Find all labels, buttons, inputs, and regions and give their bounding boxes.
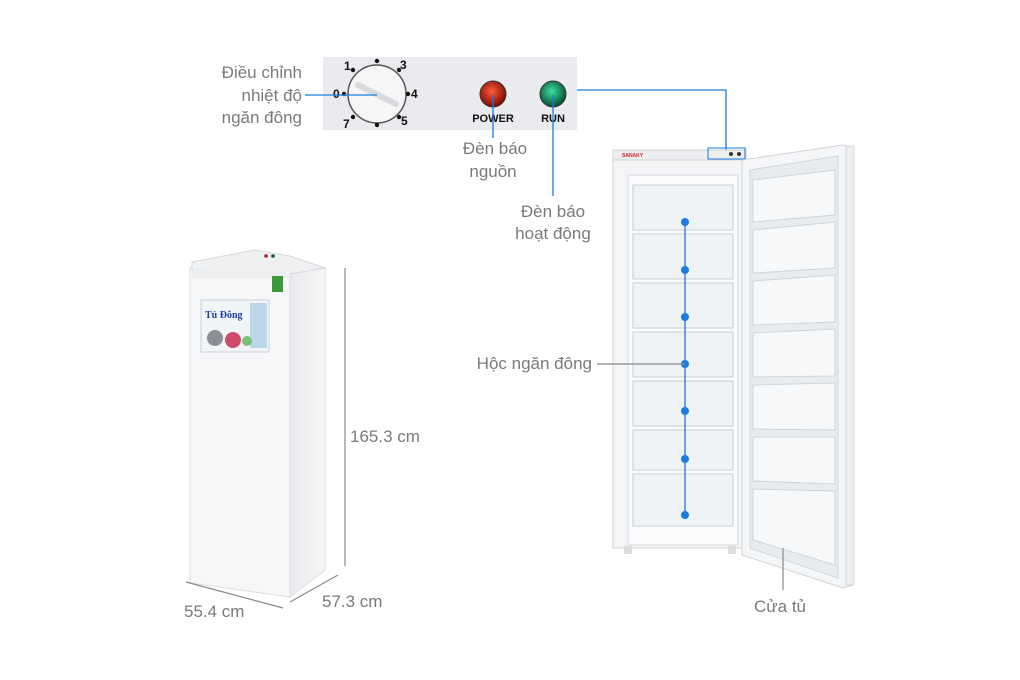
label-text: Hộc ngăn đông bbox=[477, 354, 592, 373]
label-text: nguồn bbox=[469, 162, 516, 181]
dial-number: 1 bbox=[344, 59, 351, 73]
label-text: hoạt động bbox=[515, 224, 591, 243]
open-freezer: SANAKY bbox=[612, 144, 855, 589]
dial-number: 5 bbox=[401, 114, 408, 128]
height-dimension: 165.3 cm bbox=[350, 427, 420, 446]
dial-number: 7 bbox=[343, 117, 350, 131]
temperature-dial[interactable]: 1 3 0 4 7 5 bbox=[333, 58, 418, 131]
product-sticker: Tủ Đông bbox=[200, 299, 270, 353]
label-text: Điều chỉnh bbox=[222, 63, 302, 82]
dial-number: 3 bbox=[400, 58, 407, 72]
door-callout: Cửa tủ bbox=[754, 548, 806, 616]
depth-dimension: 57.3 cm bbox=[322, 592, 382, 611]
panel-connector-line bbox=[577, 89, 727, 150]
dimension-lines: 165.3 cm 55.4 cm 57.3 cm bbox=[184, 268, 420, 621]
drawer-callout: Hộc ngăn đông bbox=[477, 218, 689, 519]
dial-number: 4 bbox=[411, 87, 418, 101]
dial-number: 0 bbox=[333, 87, 340, 101]
width-dimension: 55.4 cm bbox=[184, 602, 244, 621]
label-text: nhiệt độ bbox=[242, 86, 303, 105]
label-text: ngăn đông bbox=[222, 108, 302, 127]
control-panel: 1 3 0 4 7 5 POWER RUN bbox=[323, 57, 577, 131]
temp-control-callout: Điều chỉnh nhiệt độ ngăn đông bbox=[222, 63, 377, 127]
power-light-callout: Đèn báo nguồn bbox=[463, 95, 527, 181]
drawers bbox=[632, 184, 734, 527]
label-text: Cửa tủ bbox=[754, 597, 806, 616]
svg-text:SANAKY: SANAKY bbox=[622, 153, 644, 159]
label-text: Tủ Đông bbox=[205, 310, 243, 321]
closed-freezer: Tủ Đông bbox=[189, 249, 326, 599]
run-light-callout: Đèn báo hoạt động bbox=[515, 95, 591, 243]
label-text: Đèn báo bbox=[463, 139, 527, 158]
label-text: Đèn báo bbox=[521, 202, 585, 221]
